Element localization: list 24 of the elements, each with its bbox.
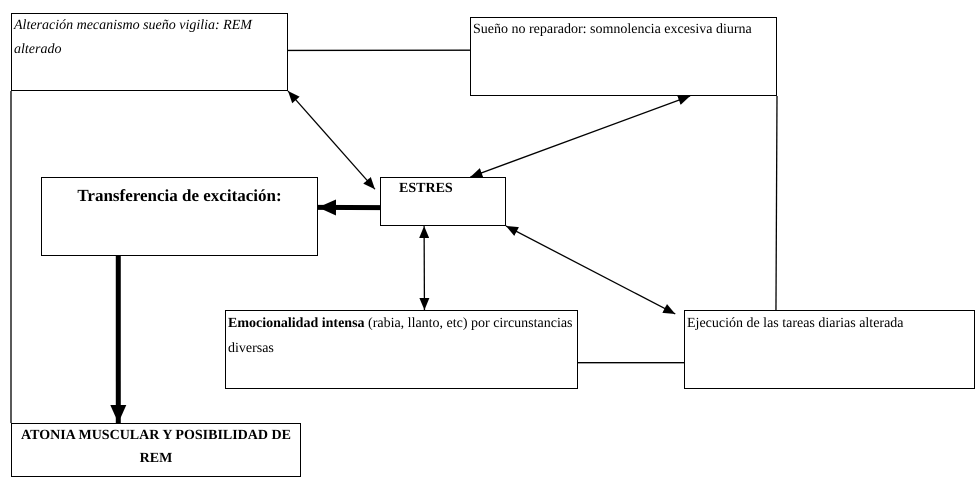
arrow [288,90,376,190]
connector-line [288,50,470,52]
connector-line [578,362,684,364]
connector-line [775,96,778,310]
text-box [225,310,578,389]
box-text: Ejecución de las tareas diarias alterada [687,315,904,333]
text-box [11,13,288,91]
text-box [470,17,777,96]
box-text: Alteración mecanismo sueño vigilia: REM alterado [14,17,254,59]
text-box [41,177,318,256]
connector-line [10,91,12,423]
arrow [506,225,676,315]
box-text: ESTRES [399,180,454,198]
box-text: Transferencia de excitación: [76,185,283,207]
arrow [419,226,430,310]
arrow [318,199,380,216]
text-box [11,423,301,477]
box-text: ATONIA MUSCULAR Y POSIBILIDAD DE REM [20,427,292,468]
text-box [684,310,975,389]
arrow [110,256,126,423]
box-text: Emocionalidad intensa (rabia, llanto, etc) por circunstancias diversas [228,315,574,358]
text-box [380,177,506,226]
box-text: Sueño no reparador: somnolencia excesiva diurna [473,21,753,39]
arrow [470,95,690,178]
